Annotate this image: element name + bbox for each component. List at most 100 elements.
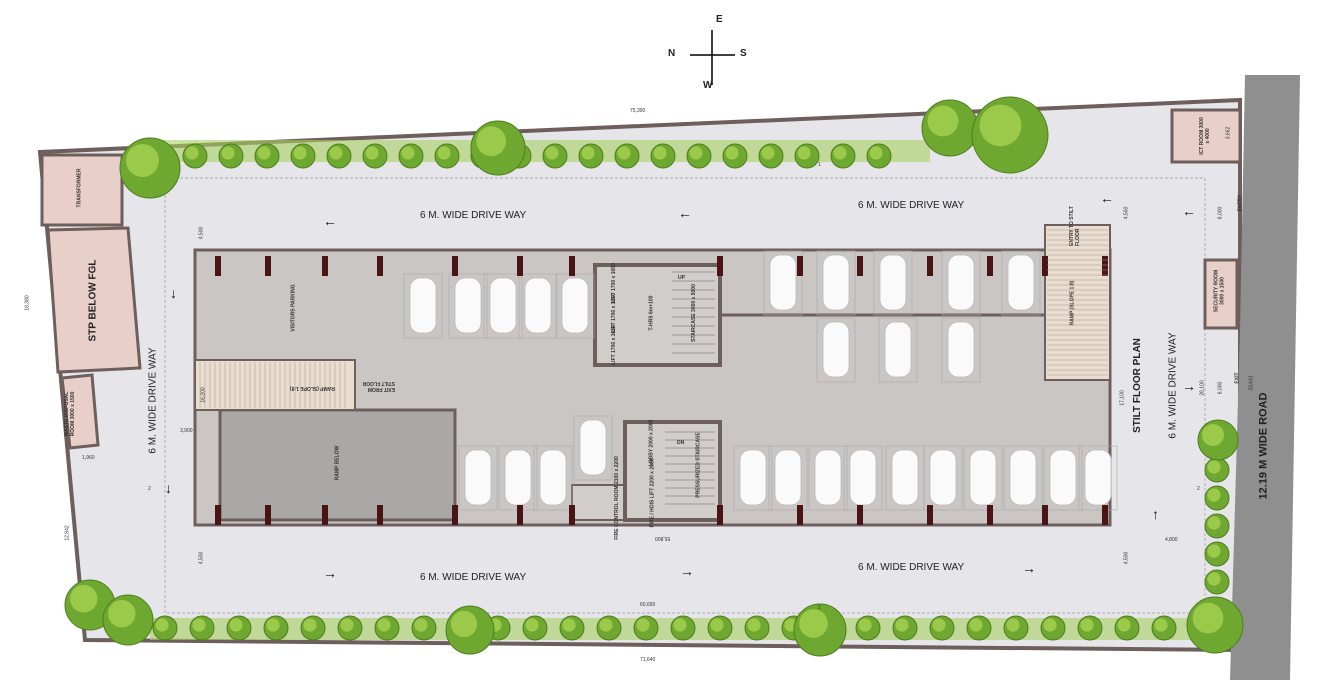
dim-road: 33,641 xyxy=(1248,375,1255,391)
dim-drive: 4,500 xyxy=(198,226,205,240)
fire-lift-label: FIRE / HOIS LIFT 2200 x 2000 xyxy=(649,458,656,528)
car-icon xyxy=(947,321,975,378)
dim-building-depth: 17,100 xyxy=(1119,390,1126,406)
driveway-label: 6 M. WIDE DRIVE WAY xyxy=(420,210,527,221)
tree-highlight xyxy=(833,146,847,160)
security-room xyxy=(1203,258,1239,330)
tree-highlight xyxy=(1006,618,1020,632)
parking-bay xyxy=(518,273,558,339)
car-icon xyxy=(504,449,532,506)
tree-highlight xyxy=(1043,618,1057,632)
dim-drive: 4,500 xyxy=(1123,206,1130,220)
parking-bay xyxy=(733,445,773,511)
up-label: UP xyxy=(678,275,685,281)
arrow-left-icon: ← xyxy=(1100,190,1114,206)
dim-b2: 4,800 xyxy=(1165,537,1178,543)
parking-bay xyxy=(483,273,523,339)
compass-n: N xyxy=(668,48,676,59)
arrow-down-icon: ↓ xyxy=(165,480,172,496)
column xyxy=(927,505,933,525)
tree-highlight xyxy=(476,126,507,157)
tree-highlight xyxy=(710,618,724,632)
column xyxy=(987,256,993,276)
drive-outline xyxy=(164,177,1206,614)
road-label: 12.19 M WIDE ROAD xyxy=(1257,392,1270,500)
parking-bay xyxy=(941,317,981,383)
compass-w: W xyxy=(703,80,713,91)
tree-highlight xyxy=(340,618,354,632)
car-icon xyxy=(539,449,567,506)
parking-bay xyxy=(448,273,488,339)
ict-label: ICT ROOM 3000 x 4000 xyxy=(1199,117,1211,155)
tree-highlight xyxy=(1192,602,1224,634)
parking-bay xyxy=(458,445,498,511)
car-icon xyxy=(822,321,850,378)
staircase-label: STAIRCASE 3000 x 5000 xyxy=(690,284,697,342)
column xyxy=(517,256,523,276)
dim-b1: 3,900 xyxy=(180,428,193,434)
car-icon xyxy=(1007,254,1035,311)
entry-gate-label: ENTRY xyxy=(1237,194,1244,212)
tree-highlight xyxy=(450,610,478,638)
dn-label: DN xyxy=(677,440,685,446)
tree-highlight xyxy=(617,146,631,160)
parking-bay xyxy=(963,445,1003,511)
security-label: SECURITY ROOM 3000 x 1500 xyxy=(1213,269,1226,313)
column xyxy=(797,505,803,525)
column xyxy=(569,256,575,276)
grid-marker: 2 xyxy=(148,486,151,492)
car-icon xyxy=(1009,449,1037,506)
column xyxy=(857,505,863,525)
tree-highlight xyxy=(858,618,872,632)
tree-highlight xyxy=(969,618,983,632)
dim-drive: 4,500 xyxy=(198,551,205,565)
tree-highlight xyxy=(599,618,613,632)
car-icon xyxy=(947,254,975,311)
entry-ramp-label: RAMP (SLOPE 1:8) xyxy=(1069,280,1076,326)
car-icon xyxy=(489,277,517,334)
tree-highlight xyxy=(895,618,909,632)
tree-highlight xyxy=(525,618,539,632)
car-icon xyxy=(814,449,842,506)
car-icon xyxy=(409,277,437,334)
entry-label: ENTRY TO STILT FLOOR xyxy=(1069,206,1081,246)
dim-exit: 6,000 xyxy=(1217,381,1224,395)
tree-highlight xyxy=(1207,488,1221,502)
tree-highlight xyxy=(1207,460,1221,474)
tree-highlight xyxy=(932,618,946,632)
tree-highlight xyxy=(155,618,169,632)
parking-bay xyxy=(878,317,918,383)
car-icon xyxy=(769,254,797,311)
dim-inner-bottom: 60,650 xyxy=(640,602,656,608)
tree-highlight xyxy=(562,618,576,632)
parking-bay xyxy=(873,250,913,316)
tree-highlight xyxy=(257,146,271,160)
tree-highlight xyxy=(377,618,391,632)
driveway-label: 6 M. WIDE DRIVE WAY xyxy=(858,562,965,573)
parking-bay xyxy=(816,250,856,316)
car-icon xyxy=(774,449,802,506)
car-icon xyxy=(524,277,552,334)
fire-control-room xyxy=(571,484,625,521)
tree-highlight xyxy=(266,618,280,632)
tree-highlight xyxy=(545,146,559,160)
car-icon xyxy=(849,449,877,506)
arrow-right-icon: → xyxy=(1022,560,1036,576)
tree-highlight xyxy=(747,618,761,632)
lift-label: LIFT 1700 x 1650 xyxy=(610,325,617,365)
driveway-label: 6 M. WIDE DRIVE WAY xyxy=(858,200,965,211)
car-icon xyxy=(454,277,482,334)
dim-left: 18,380 xyxy=(24,295,31,311)
arrow-right-icon: → xyxy=(680,563,694,579)
tree-highlight xyxy=(673,618,687,632)
visitors-parking-label: VISITORS PARKING xyxy=(290,284,297,332)
grid-marker: 1 xyxy=(818,605,821,611)
tree-highlight xyxy=(927,105,959,137)
tree-highlight xyxy=(1207,516,1221,530)
ict-room xyxy=(1170,108,1242,164)
tree-highlight xyxy=(365,146,379,160)
column xyxy=(1102,505,1108,525)
parking-bay xyxy=(808,445,848,511)
tree-highlight xyxy=(70,585,98,613)
tree-highlight xyxy=(1080,618,1094,632)
